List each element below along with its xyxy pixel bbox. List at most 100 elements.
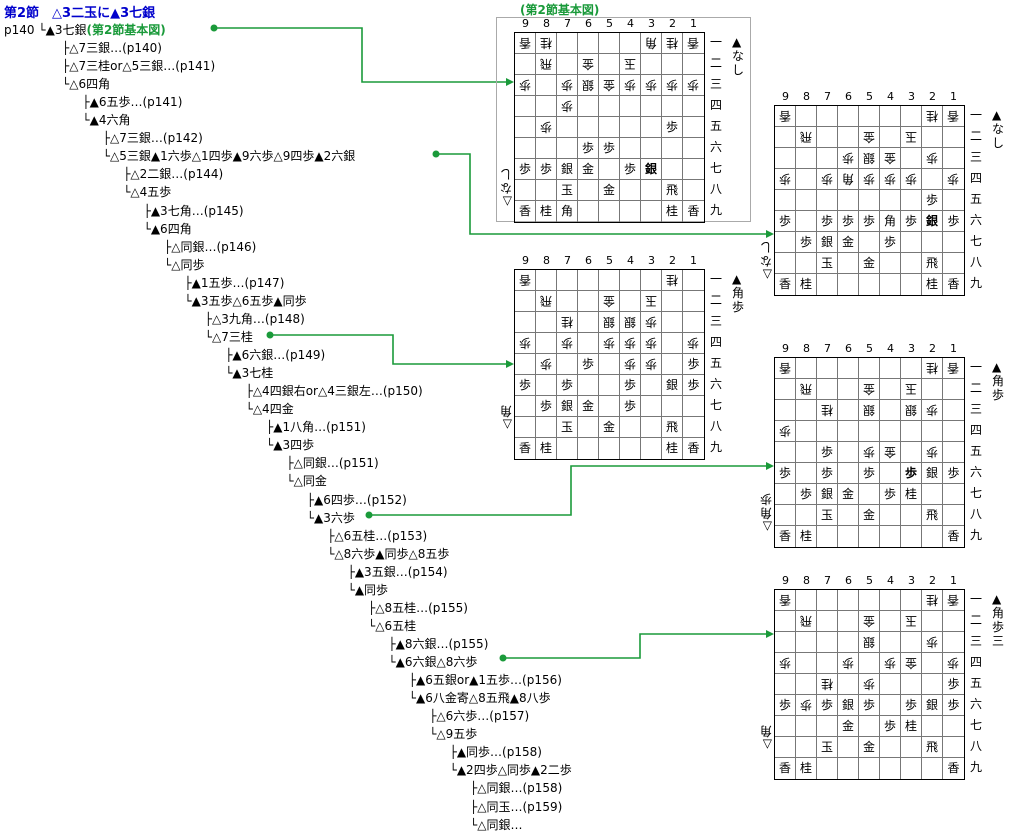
tree-move: △7三銀…(p142) <box>110 131 203 146</box>
board-square: 歩 <box>620 333 641 354</box>
row-label: 五 <box>710 356 723 370</box>
board-square: 歩 <box>838 653 859 674</box>
board-square <box>557 33 578 54</box>
board-square: 歩 <box>641 354 662 375</box>
sente-piece: 歩 <box>883 487 896 501</box>
row-label: 四 <box>970 171 983 185</box>
board-square: 金 <box>859 737 880 758</box>
sente-piece: 歩 <box>841 214 854 228</box>
tree-connector: └ <box>143 221 151 236</box>
board-square <box>796 253 817 274</box>
board-square: 歩 <box>599 138 620 159</box>
tree-move: △4四銀右or△4三銀左…(p150) <box>252 384 423 399</box>
tree-node: ├△4四銀右or△4三銀左…(p150) <box>246 383 423 399</box>
board-square <box>817 611 838 632</box>
row-label: 一 <box>710 35 723 49</box>
board-square <box>796 590 817 611</box>
board-square <box>599 396 620 417</box>
column-label: 6 <box>845 90 852 103</box>
sente-piece: 桂 <box>904 487 917 501</box>
board-square <box>817 358 838 379</box>
sente-piece: 桂 <box>665 204 678 218</box>
column-label: 2 <box>929 342 936 355</box>
column-label: 6 <box>845 574 852 587</box>
board-square: 飛 <box>796 127 817 148</box>
board-square <box>922 526 943 547</box>
tree-connector: ├ <box>449 745 457 760</box>
row-label: 七 <box>970 718 983 732</box>
board-square: 銀 <box>922 695 943 716</box>
sente-piece: 銀 <box>925 466 938 480</box>
row-label: 三 <box>970 634 983 648</box>
gote-piece: 歩 <box>947 656 960 670</box>
tree-connector: └ <box>388 655 396 670</box>
gote-piece: 歩 <box>602 336 615 350</box>
column-label: 7 <box>564 254 571 267</box>
gote-piece: 歩 <box>925 445 938 459</box>
board-square <box>775 253 796 274</box>
board-square: 桂 <box>901 484 922 505</box>
sente-piece: 飛 <box>925 256 938 270</box>
tree-move: △4四金 <box>252 402 294 417</box>
board-square: 歩 <box>683 333 704 354</box>
board-square: 香 <box>943 274 964 295</box>
tree-move: △2二銀…(p144) <box>130 167 224 182</box>
row-label: 一 <box>710 272 723 286</box>
sente-piece: 歩 <box>883 235 896 249</box>
board-frame <box>496 17 751 222</box>
board-square <box>662 354 683 375</box>
gote-piece: 歩 <box>518 78 531 92</box>
board-square <box>880 632 901 653</box>
tree-connector: ├ <box>62 41 70 55</box>
board-square: 銀 <box>620 312 641 333</box>
board-square <box>641 270 662 291</box>
tree-move: ▲同歩 <box>354 582 389 597</box>
tree-connector: └ <box>306 510 315 525</box>
board-square: 金 <box>599 417 620 438</box>
board-square: 歩 <box>943 653 964 674</box>
tree-move: △7三桂or△5三銀…(p141) <box>69 59 216 74</box>
board-square <box>943 253 964 274</box>
board-square: 飛 <box>536 54 557 75</box>
tree-move: △同銀…(p151) <box>293 456 379 471</box>
row-label: 九 <box>970 276 983 290</box>
sente-piece: 歩 <box>581 141 594 155</box>
tree-move: △6四角 <box>69 77 111 92</box>
board-square: 玉 <box>901 611 922 632</box>
gote-piece: 歩 <box>778 656 791 670</box>
gote-piece: 歩 <box>644 315 657 329</box>
board-square: 桂 <box>922 274 943 295</box>
board-square <box>796 632 817 653</box>
board-square: 歩 <box>641 312 662 333</box>
board-square <box>536 417 557 438</box>
tree-node: ├△同玉…(p159) <box>470 799 562 815</box>
board-square <box>775 232 796 253</box>
board-square: 金 <box>599 291 620 312</box>
gote-piece: 桂 <box>925 109 938 123</box>
board-square <box>641 54 662 75</box>
board-square <box>943 716 964 737</box>
board-square: 金 <box>859 253 880 274</box>
board-square <box>817 421 838 442</box>
sente-piece: 玉 <box>820 740 833 754</box>
section-heading: 第2節 △3二玉に▲3七銀 <box>4 6 156 21</box>
gote-piece: 歩 <box>925 403 938 417</box>
sente-piece: 銀 <box>841 698 854 712</box>
board-square: 角 <box>838 169 859 190</box>
tree-node: └△4五歩 <box>123 184 171 200</box>
board-square <box>859 274 880 295</box>
tree-move: △6六歩…(p157) <box>436 709 530 724</box>
row-label: 三 <box>710 314 723 328</box>
board-square <box>578 201 599 222</box>
board-square <box>796 737 817 758</box>
gote-piece: 銀 <box>862 403 875 417</box>
board-square: 香 <box>943 590 964 611</box>
row-label: 一 <box>970 360 983 374</box>
row-label: 八 <box>970 739 983 753</box>
sente-piece: 飛 <box>925 740 938 754</box>
board-square <box>599 33 620 54</box>
gote-piece: 銀 <box>602 315 615 329</box>
board-square <box>817 106 838 127</box>
tree-connector: └ <box>408 691 417 706</box>
board-square: 歩 <box>796 484 817 505</box>
